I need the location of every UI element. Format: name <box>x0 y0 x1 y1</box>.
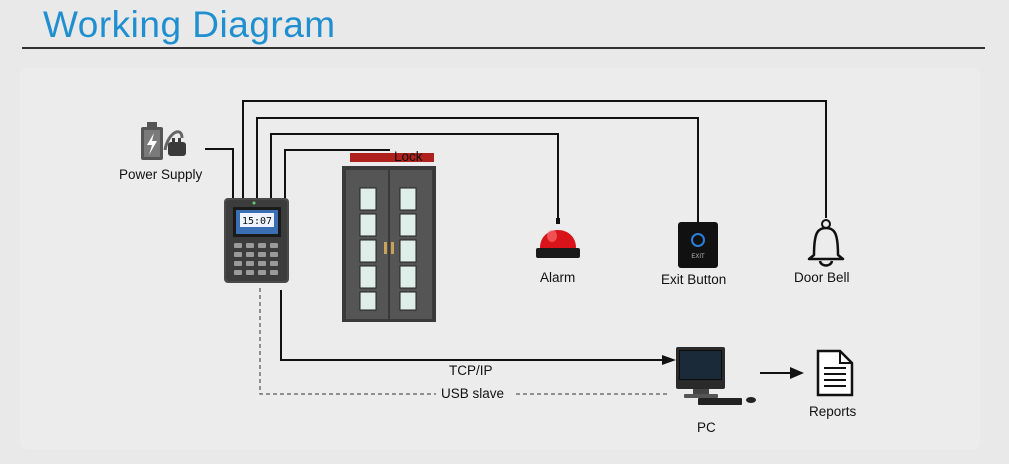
computer-icon <box>676 347 756 405</box>
label-usb-slave: USB slave <box>441 386 505 401</box>
page-title: Working Diagram <box>43 4 336 45</box>
wire-alarm <box>270 133 559 218</box>
wire-lock <box>284 149 390 198</box>
terminal-keypad <box>234 243 278 275</box>
label-exit-button: Exit Button <box>661 272 727 287</box>
alarm-light-icon <box>536 218 580 258</box>
wire-door-bell <box>242 100 827 218</box>
label-power-supply: Power Supply <box>119 167 203 182</box>
label-reports: Reports <box>809 404 857 419</box>
bell-icon <box>807 219 845 267</box>
exit-button-face-text: EXIT <box>691 254 705 260</box>
battery-plug-icon <box>141 122 186 160</box>
exit-button-icon: EXIT <box>678 222 718 268</box>
document-icon <box>816 349 854 397</box>
terminal-screen-time: 15:07 <box>242 216 272 227</box>
wire-usb-slave <box>259 288 436 395</box>
wire-power <box>205 148 234 198</box>
tcp-ip-arrowhead <box>662 355 676 365</box>
terminal-device: 15:07 <box>224 198 289 283</box>
label-pc: PC <box>697 420 716 435</box>
wire-exit-button <box>256 117 699 222</box>
title-divider <box>22 47 985 49</box>
wires <box>205 100 827 361</box>
label-lock: Lock <box>394 149 423 164</box>
wire-tcp-ip <box>280 290 664 361</box>
label-tcp-ip: TCP/IP <box>449 363 493 378</box>
label-alarm: Alarm <box>540 270 576 285</box>
double-door <box>342 153 436 322</box>
label-door-bell: Door Bell <box>794 270 850 285</box>
